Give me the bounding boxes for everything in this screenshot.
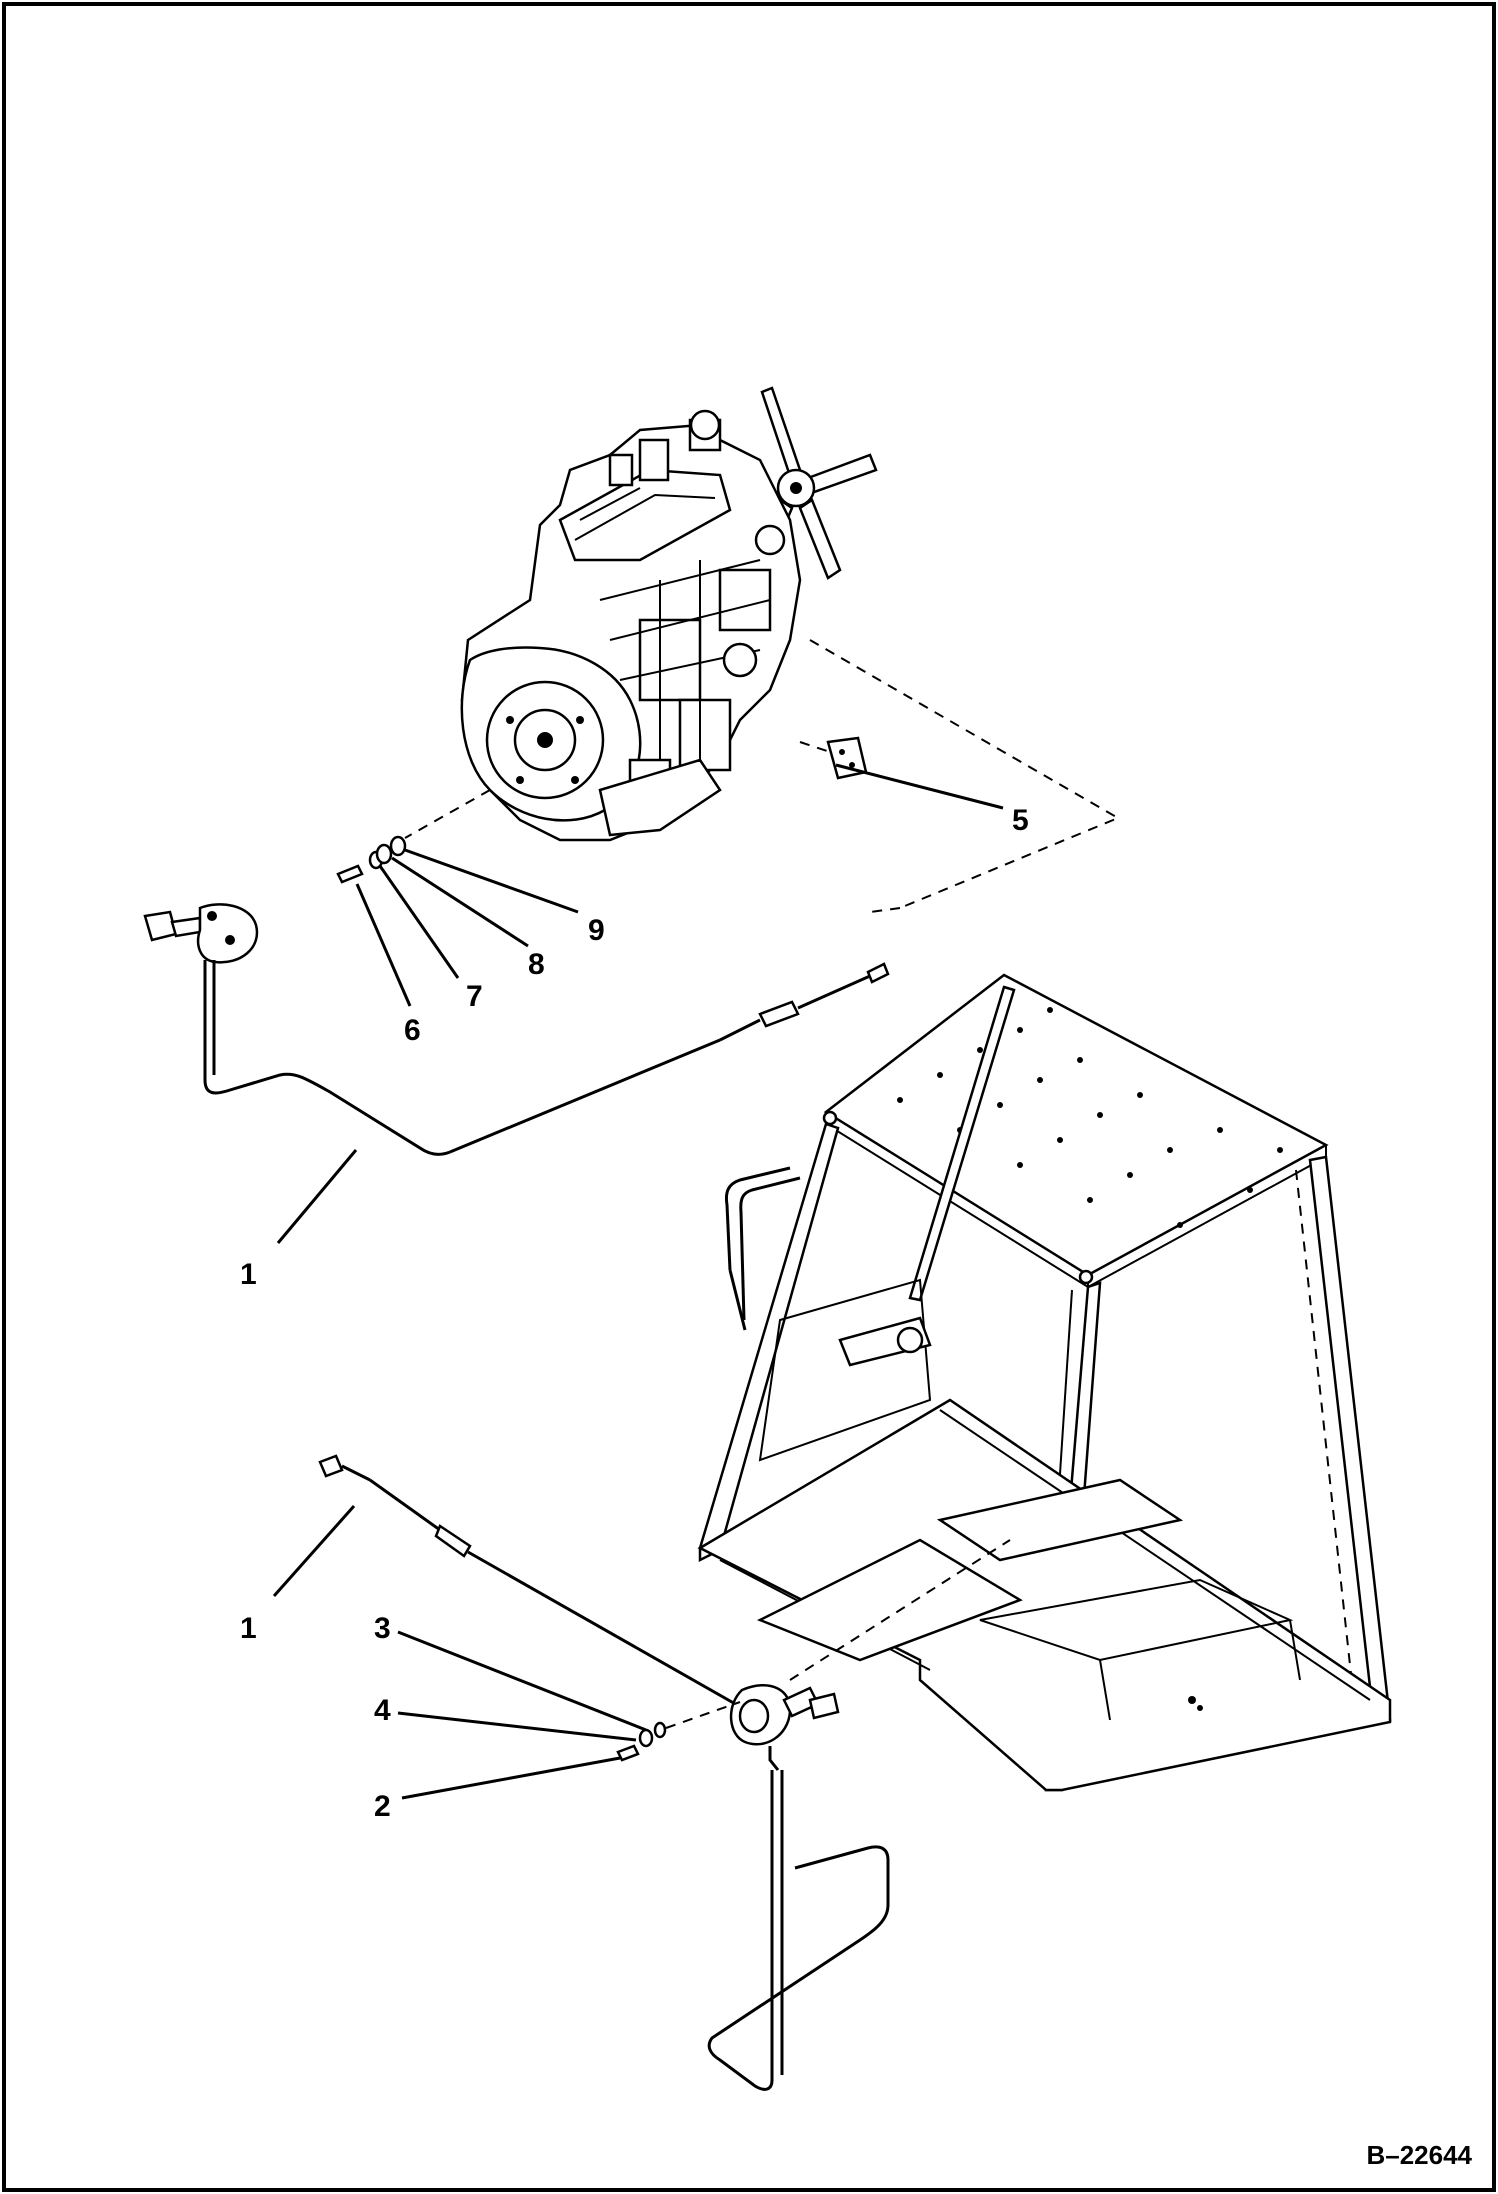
rops-roof — [823, 973, 1329, 1277]
assembly-line-upper-3 — [869, 907, 901, 913]
callout-1-upper: 1 — [240, 1258, 257, 1291]
callout-2: 2 — [374, 1790, 391, 1823]
callout-3: 3 — [374, 1612, 391, 1645]
throttle-lever-upper — [143, 903, 890, 1156]
callout-9: 9 — [588, 914, 605, 947]
throttle-lever-lower — [318, 1454, 890, 2091]
bracket-5 — [826, 736, 868, 780]
callout-7: 8 — [528, 948, 545, 981]
callout-8: 7 — [466, 980, 483, 1013]
leader-lines — [272, 763, 1004, 1800]
callout-6: 6 — [404, 1014, 421, 1047]
assembly-line-upper-2 — [799, 741, 831, 753]
assembly-line-upper-4 — [404, 789, 491, 839]
assembly-line-lower — [665, 1701, 741, 1729]
assembly-line-lower-2 — [789, 1539, 1011, 1681]
callout-1-lower: 1 — [240, 1612, 257, 1645]
callout-4: 4 — [374, 1694, 391, 1727]
callout-5: 5 — [1012, 804, 1029, 837]
drawing-number: B–22644 — [1366, 2140, 1472, 2170]
hardware-6-9 — [336, 835, 407, 884]
assembly-line-upper-1 — [809, 639, 1121, 909]
engine-assembly — [460, 386, 878, 842]
rops-frame — [697, 973, 1392, 1792]
